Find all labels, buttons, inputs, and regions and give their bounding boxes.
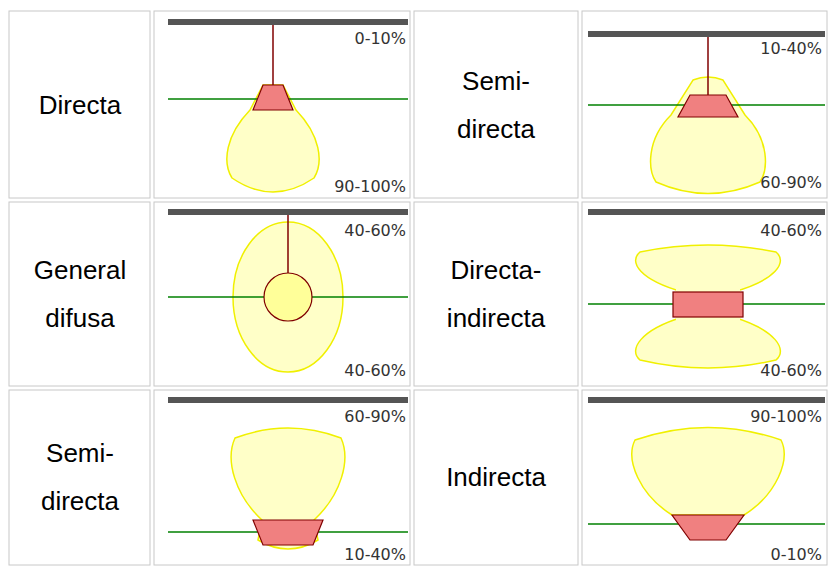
semi-indirect-luminaire <box>168 397 408 549</box>
flux-percentage: 40-60% <box>344 362 406 380</box>
indirect-luminaire <box>588 397 825 540</box>
diffuse-luminaire <box>168 209 408 372</box>
flux-percentage: 10-40% <box>760 40 822 58</box>
flux-percentage: 90-100% <box>750 408 822 426</box>
flux-percentage: 40-60% <box>760 222 822 240</box>
flux-percentage: 40-60% <box>760 362 822 380</box>
flux-percentage: 0-10% <box>770 546 822 564</box>
lighting-type-name: Semi- directa <box>10 388 150 566</box>
flux-percentage: 60-90% <box>760 174 822 192</box>
lighting-type-name: Semi- directa <box>414 10 578 200</box>
flux-percentage: 10-40% <box>344 546 406 564</box>
flux-percentage: 60-90% <box>344 408 406 426</box>
lighting-type-name: Directa- indirecta <box>414 200 578 388</box>
table-grid <box>9 11 827 565</box>
flux-percentage: 90-100% <box>334 178 406 196</box>
flux-percentage: 0-10% <box>354 30 406 48</box>
direct-luminaire <box>168 19 408 192</box>
lighting-type-name: General difusa <box>10 200 150 388</box>
semi-direct-luminaire <box>588 31 825 194</box>
direct-indirect-luminaire <box>588 209 825 368</box>
lighting-type-name: Indirecta <box>414 388 578 566</box>
flux-percentage: 40-60% <box>344 222 406 240</box>
lighting-type-name: Directa <box>10 10 150 200</box>
